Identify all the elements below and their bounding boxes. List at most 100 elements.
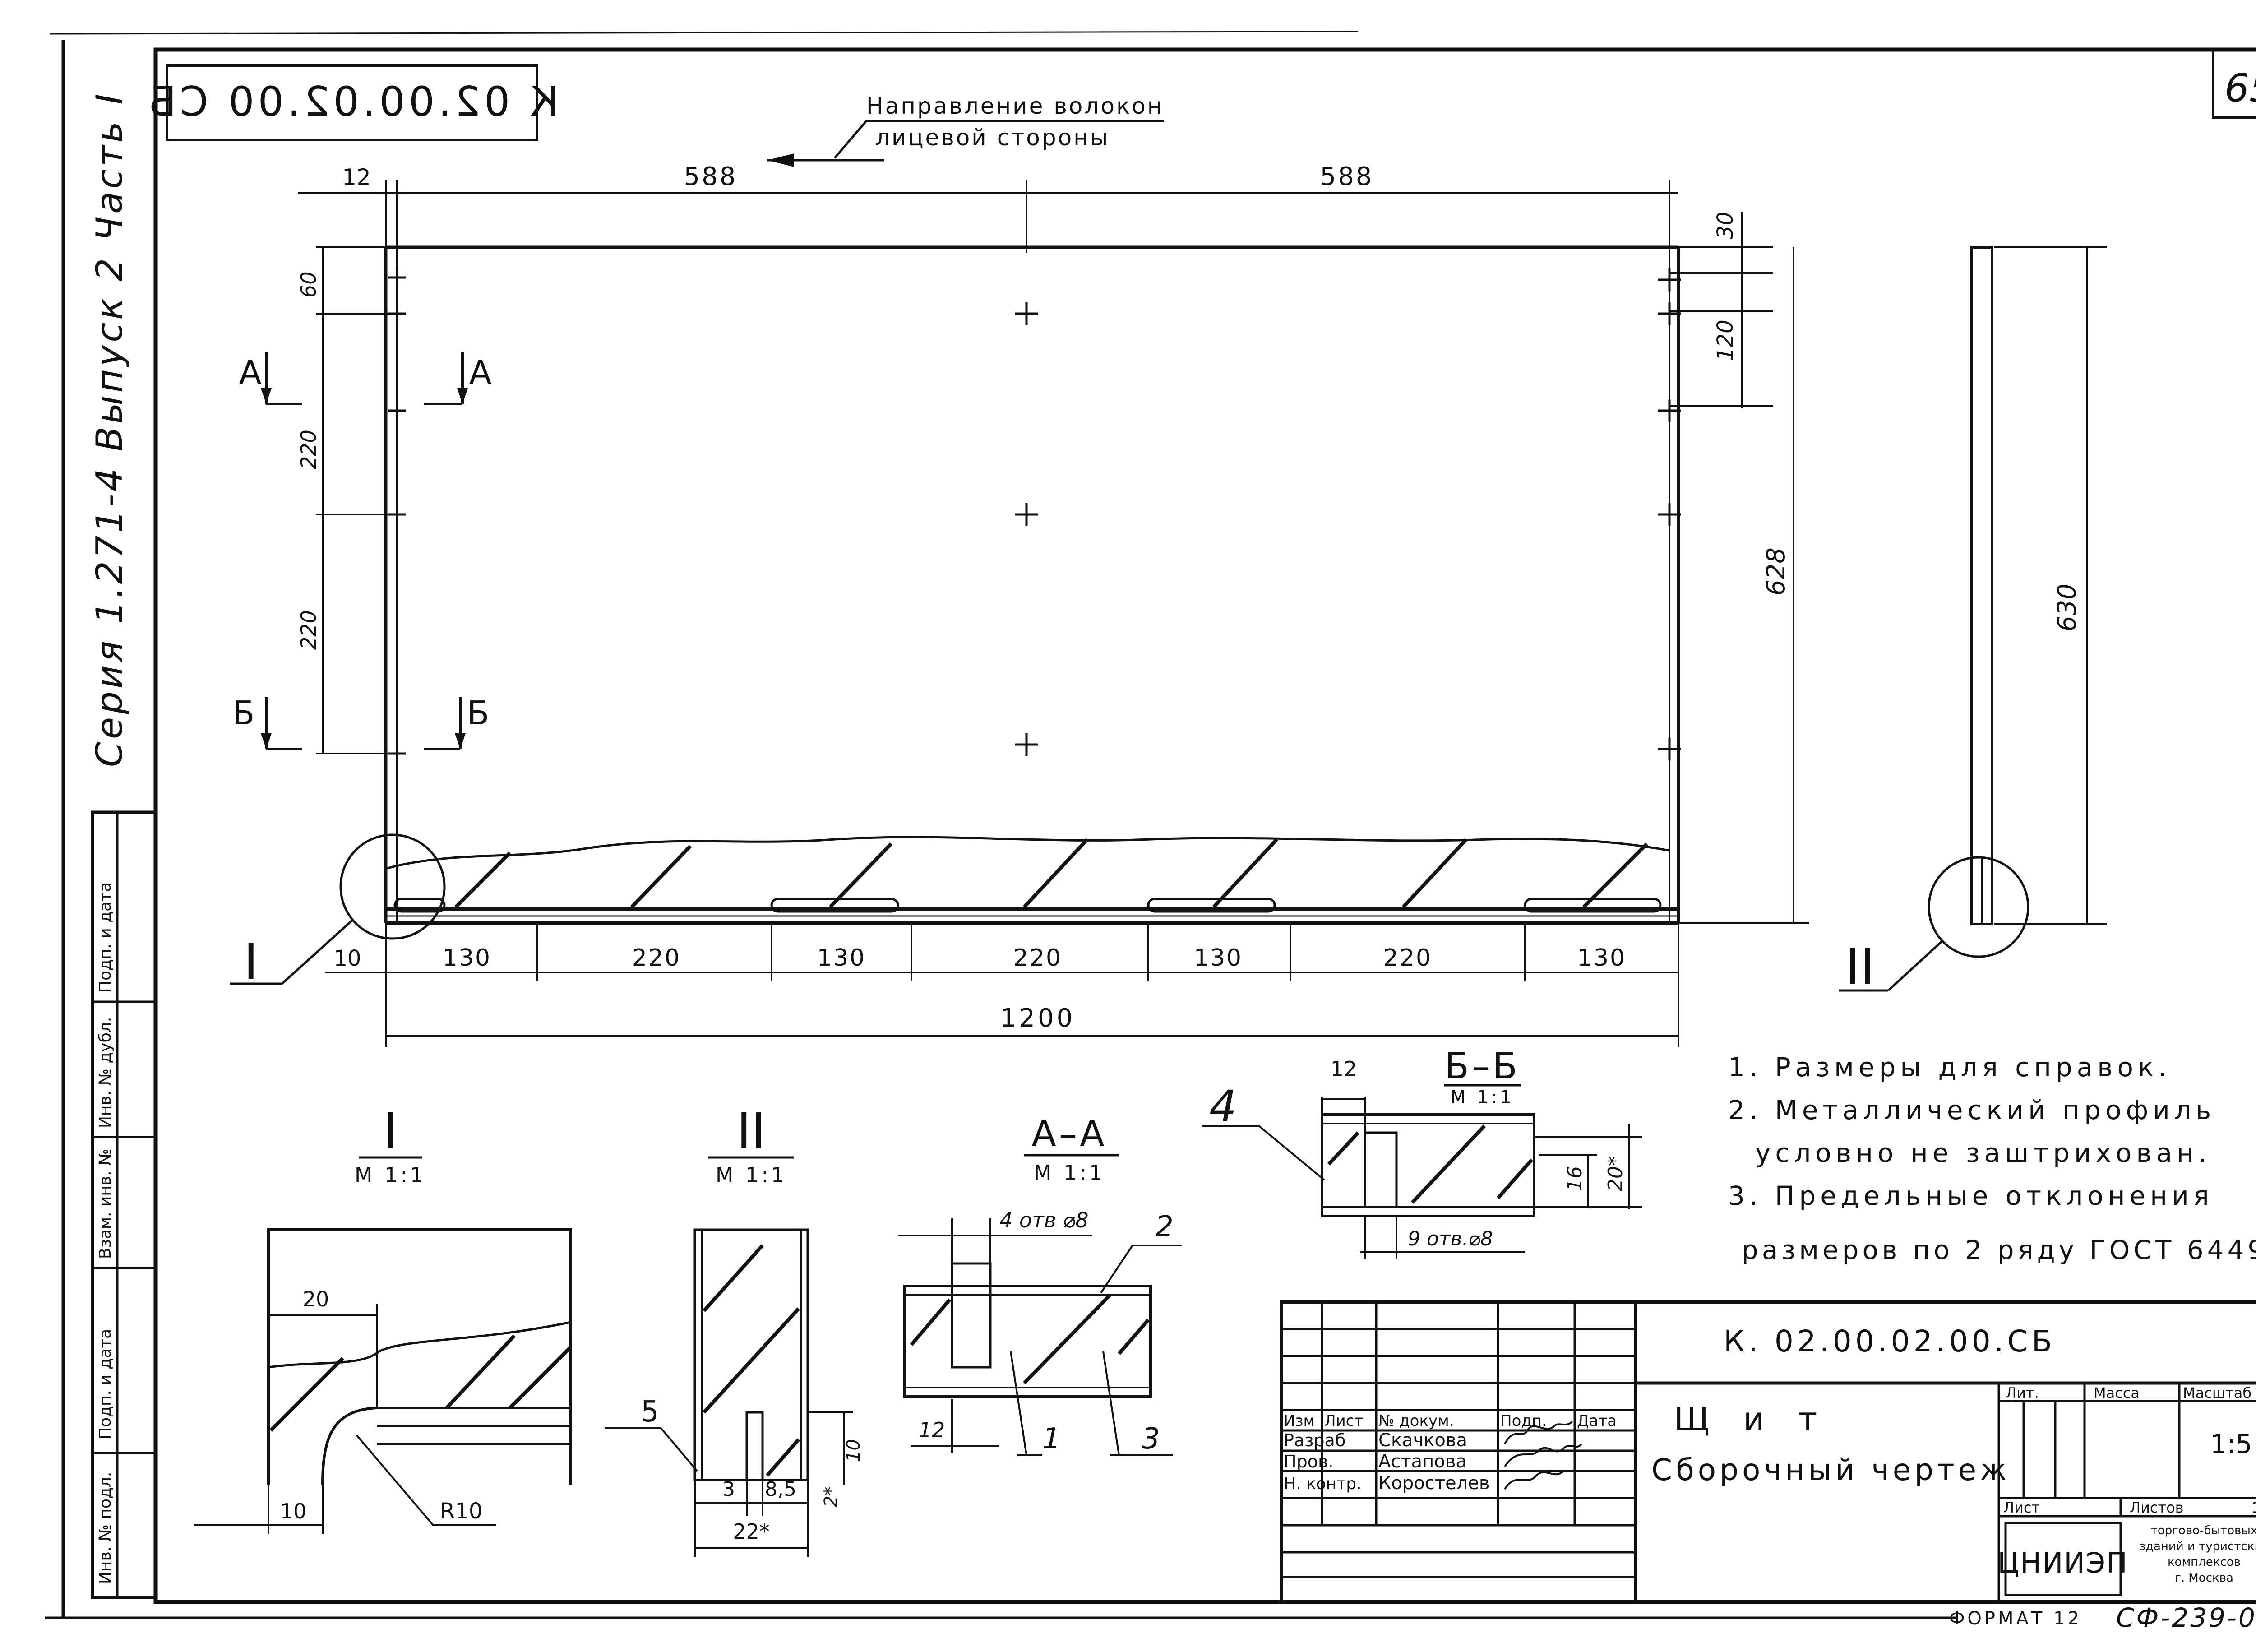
note-1: 1. Размеры для справок.: [1728, 1052, 2171, 1083]
series-label: Серия 1.271-4 Выпуск 2 Часть I: [88, 91, 130, 767]
detail-2-scale: М 1:1: [716, 1163, 787, 1187]
section-aa-pos-1: 1: [1042, 1422, 1061, 1456]
mirrored-code-box: К 02.00.02.00 СБ: [145, 64, 559, 141]
section-aa-scale: М 1:1: [1034, 1161, 1105, 1185]
dim-side-630: 630: [2053, 583, 2082, 632]
dim-top-588-right: 588: [1320, 162, 1374, 191]
side-view: 630 II: [1839, 246, 2107, 995]
section-aa-pos-2: 2: [1155, 1210, 1174, 1244]
stamp-vzam-inv: Взам. инв. №: [96, 1149, 115, 1259]
detail-2-pos-5: 5: [641, 1395, 659, 1429]
tb-name-line1: Щ и т: [1674, 1400, 1829, 1438]
section-bb-holes: 9 отв.⌀8: [1408, 1227, 1493, 1250]
dim-bottom-220-3: 220: [1383, 944, 1432, 972]
tb-lit: Лит.: [2006, 1384, 2039, 1402]
dim-right-120: 120: [1713, 319, 1738, 361]
dim-bottom-130-2: 130: [817, 944, 866, 972]
tb-sheets-label: Листов: [2130, 1499, 2184, 1516]
dim-top-12: 12: [342, 164, 371, 190]
tb-org-line4: г. Москва: [2175, 1571, 2233, 1585]
tb-scale-value: 1:5: [2210, 1429, 2252, 1459]
person-prov: Астапова: [1378, 1451, 1467, 1472]
stamp-podp-data-2: Подп. и дата: [96, 882, 115, 993]
page-number: 65: [2224, 66, 2256, 111]
detail-1-callout: I: [230, 833, 446, 991]
section-bb-title: Б–Б: [1444, 1045, 1520, 1087]
main-view: 12 588 588 30 120 628 60 220 220 А А: [230, 162, 1809, 1047]
title-block: Изм Лист № докум. Подп. Дата Разраб Скач…: [1280, 1300, 2256, 1604]
side-stamp: Инв. № подл. Подп. и дата Взам. инв. № И…: [91, 810, 157, 1599]
signatures: [1504, 1421, 1582, 1490]
stamp-podp-data-1: Подп. и дата: [96, 1329, 115, 1439]
tb-designation: К. 02.00.02.00.СБ: [1724, 1324, 2056, 1359]
dim-left-60: 60: [296, 271, 321, 298]
dim-bottom-10: 10: [333, 946, 361, 971]
stamp-inv-podl: Инв. № подл.: [96, 1472, 115, 1584]
dim-bottom-130-3: 130: [1194, 944, 1243, 972]
svg-text:А: А: [469, 353, 491, 391]
sheet-code: СФ-239-03: [2116, 1602, 2256, 1633]
tb-org-line3: комплексов: [2168, 1555, 2241, 1569]
person-nkontr: Коростелев: [1378, 1473, 1489, 1494]
svg-text:А: А: [239, 353, 261, 391]
tb-scale-label: Масштаб: [2183, 1384, 2251, 1402]
dim-right-628: 628: [1761, 547, 1791, 596]
detail-1-title: I: [383, 1102, 398, 1160]
fiber-direction-line2: лицевой стороны: [875, 125, 1110, 151]
dim-bottom-130-4: 130: [1577, 944, 1626, 972]
stamp-inv-dubl: Инв. № дубл.: [96, 1017, 115, 1128]
hdr-izm: Изм: [1284, 1412, 1315, 1430]
dim-overall-1200: 1200: [1000, 1004, 1076, 1033]
section-aa-dim-12: 12: [919, 1418, 945, 1442]
tb-name-line2: Сборочный чертеж: [1651, 1453, 2011, 1487]
dim-bottom-220-1: 220: [632, 944, 681, 972]
detail-1-dim-20: 20: [303, 1287, 329, 1311]
detail-2-dim-85: 8,5: [765, 1478, 796, 1501]
role-nkontr: Н. контр.: [1284, 1475, 1362, 1493]
detail-2-callout: II: [1839, 856, 2029, 995]
person-razrab: Скачкова: [1378, 1430, 1467, 1451]
section-bb-scale: М 1:1: [1450, 1087, 1514, 1108]
tb-sheets-value: 1: [2251, 1499, 2256, 1516]
note-2: 2. Металлический профиль: [1728, 1095, 2215, 1125]
section-bb-pos-4: 4: [1209, 1081, 1237, 1132]
tb-org-line2: зданий и туристских: [2139, 1540, 2256, 1553]
detail-2-title: II: [737, 1102, 766, 1160]
note-3: 3. Предельные отклонения: [1728, 1180, 2214, 1211]
section-bb-dim-16: 16: [1563, 1166, 1586, 1191]
dim-left-220-lower: 220: [296, 610, 321, 650]
fiber-direction-note: Направление волокон лицевой стороны: [767, 93, 1164, 167]
detail-1-scale: М 1:1: [355, 1163, 426, 1187]
hdr-list: Лист: [1324, 1412, 1363, 1430]
svg-text:I: I: [244, 933, 258, 991]
section-aa-holes: 4 отв ⌀8: [999, 1208, 1089, 1232]
org-logo: ЦНИИЭП: [1997, 1522, 2128, 1596]
fiber-direction-line1: Направление волокон: [866, 93, 1164, 119]
mirrored-code: К 02.00.02.00 СБ: [145, 78, 559, 125]
detail-1-dim-10: 10: [280, 1499, 307, 1523]
section-mark-b-left: Б: [232, 694, 302, 750]
section-aa-title: А–А: [1031, 1113, 1107, 1155]
detail-2: II М 1:1 5 3 8,5 2* 22* 10: [605, 1102, 864, 1557]
detail-2-dim-2: 2*: [821, 1487, 841, 1507]
dim-bottom-130-1: 130: [443, 944, 491, 972]
hdr-doc: № докум.: [1378, 1412, 1454, 1430]
section-mark-a-right: А: [424, 352, 491, 405]
detail-2-dim-3: 3: [722, 1478, 735, 1501]
section-bb-dim-12: 12: [1331, 1057, 1357, 1081]
role-prov: Пров.: [1284, 1452, 1333, 1472]
svg-text:ЦНИИЭП: ЦНИИЭП: [1997, 1546, 2128, 1579]
role-razrab: Разраб: [1284, 1430, 1345, 1450]
svg-text:Б: Б: [467, 694, 489, 732]
detail-1-radius: R10: [440, 1499, 482, 1524]
section-aa: А–А М 1:1 4 отв ⌀8 2 12 1 3: [898, 1113, 1182, 1456]
svg-text:Б: Б: [232, 694, 254, 732]
section-mark-b-right: Б: [424, 694, 489, 750]
notes: 1. Размеры для справок. 2. Металлический…: [1728, 1052, 2256, 1265]
tb-org-line1: торгово-бытовых: [2151, 1524, 2256, 1537]
fastener-marks: [388, 268, 1681, 763]
detail-1: I М 1:1 20 10 R10: [194, 1102, 572, 1534]
dim-left-220-upper: 220: [296, 430, 321, 469]
note-3-cont: размеров по 2 ряду ГОСТ 6449-53.: [1742, 1235, 2256, 1265]
